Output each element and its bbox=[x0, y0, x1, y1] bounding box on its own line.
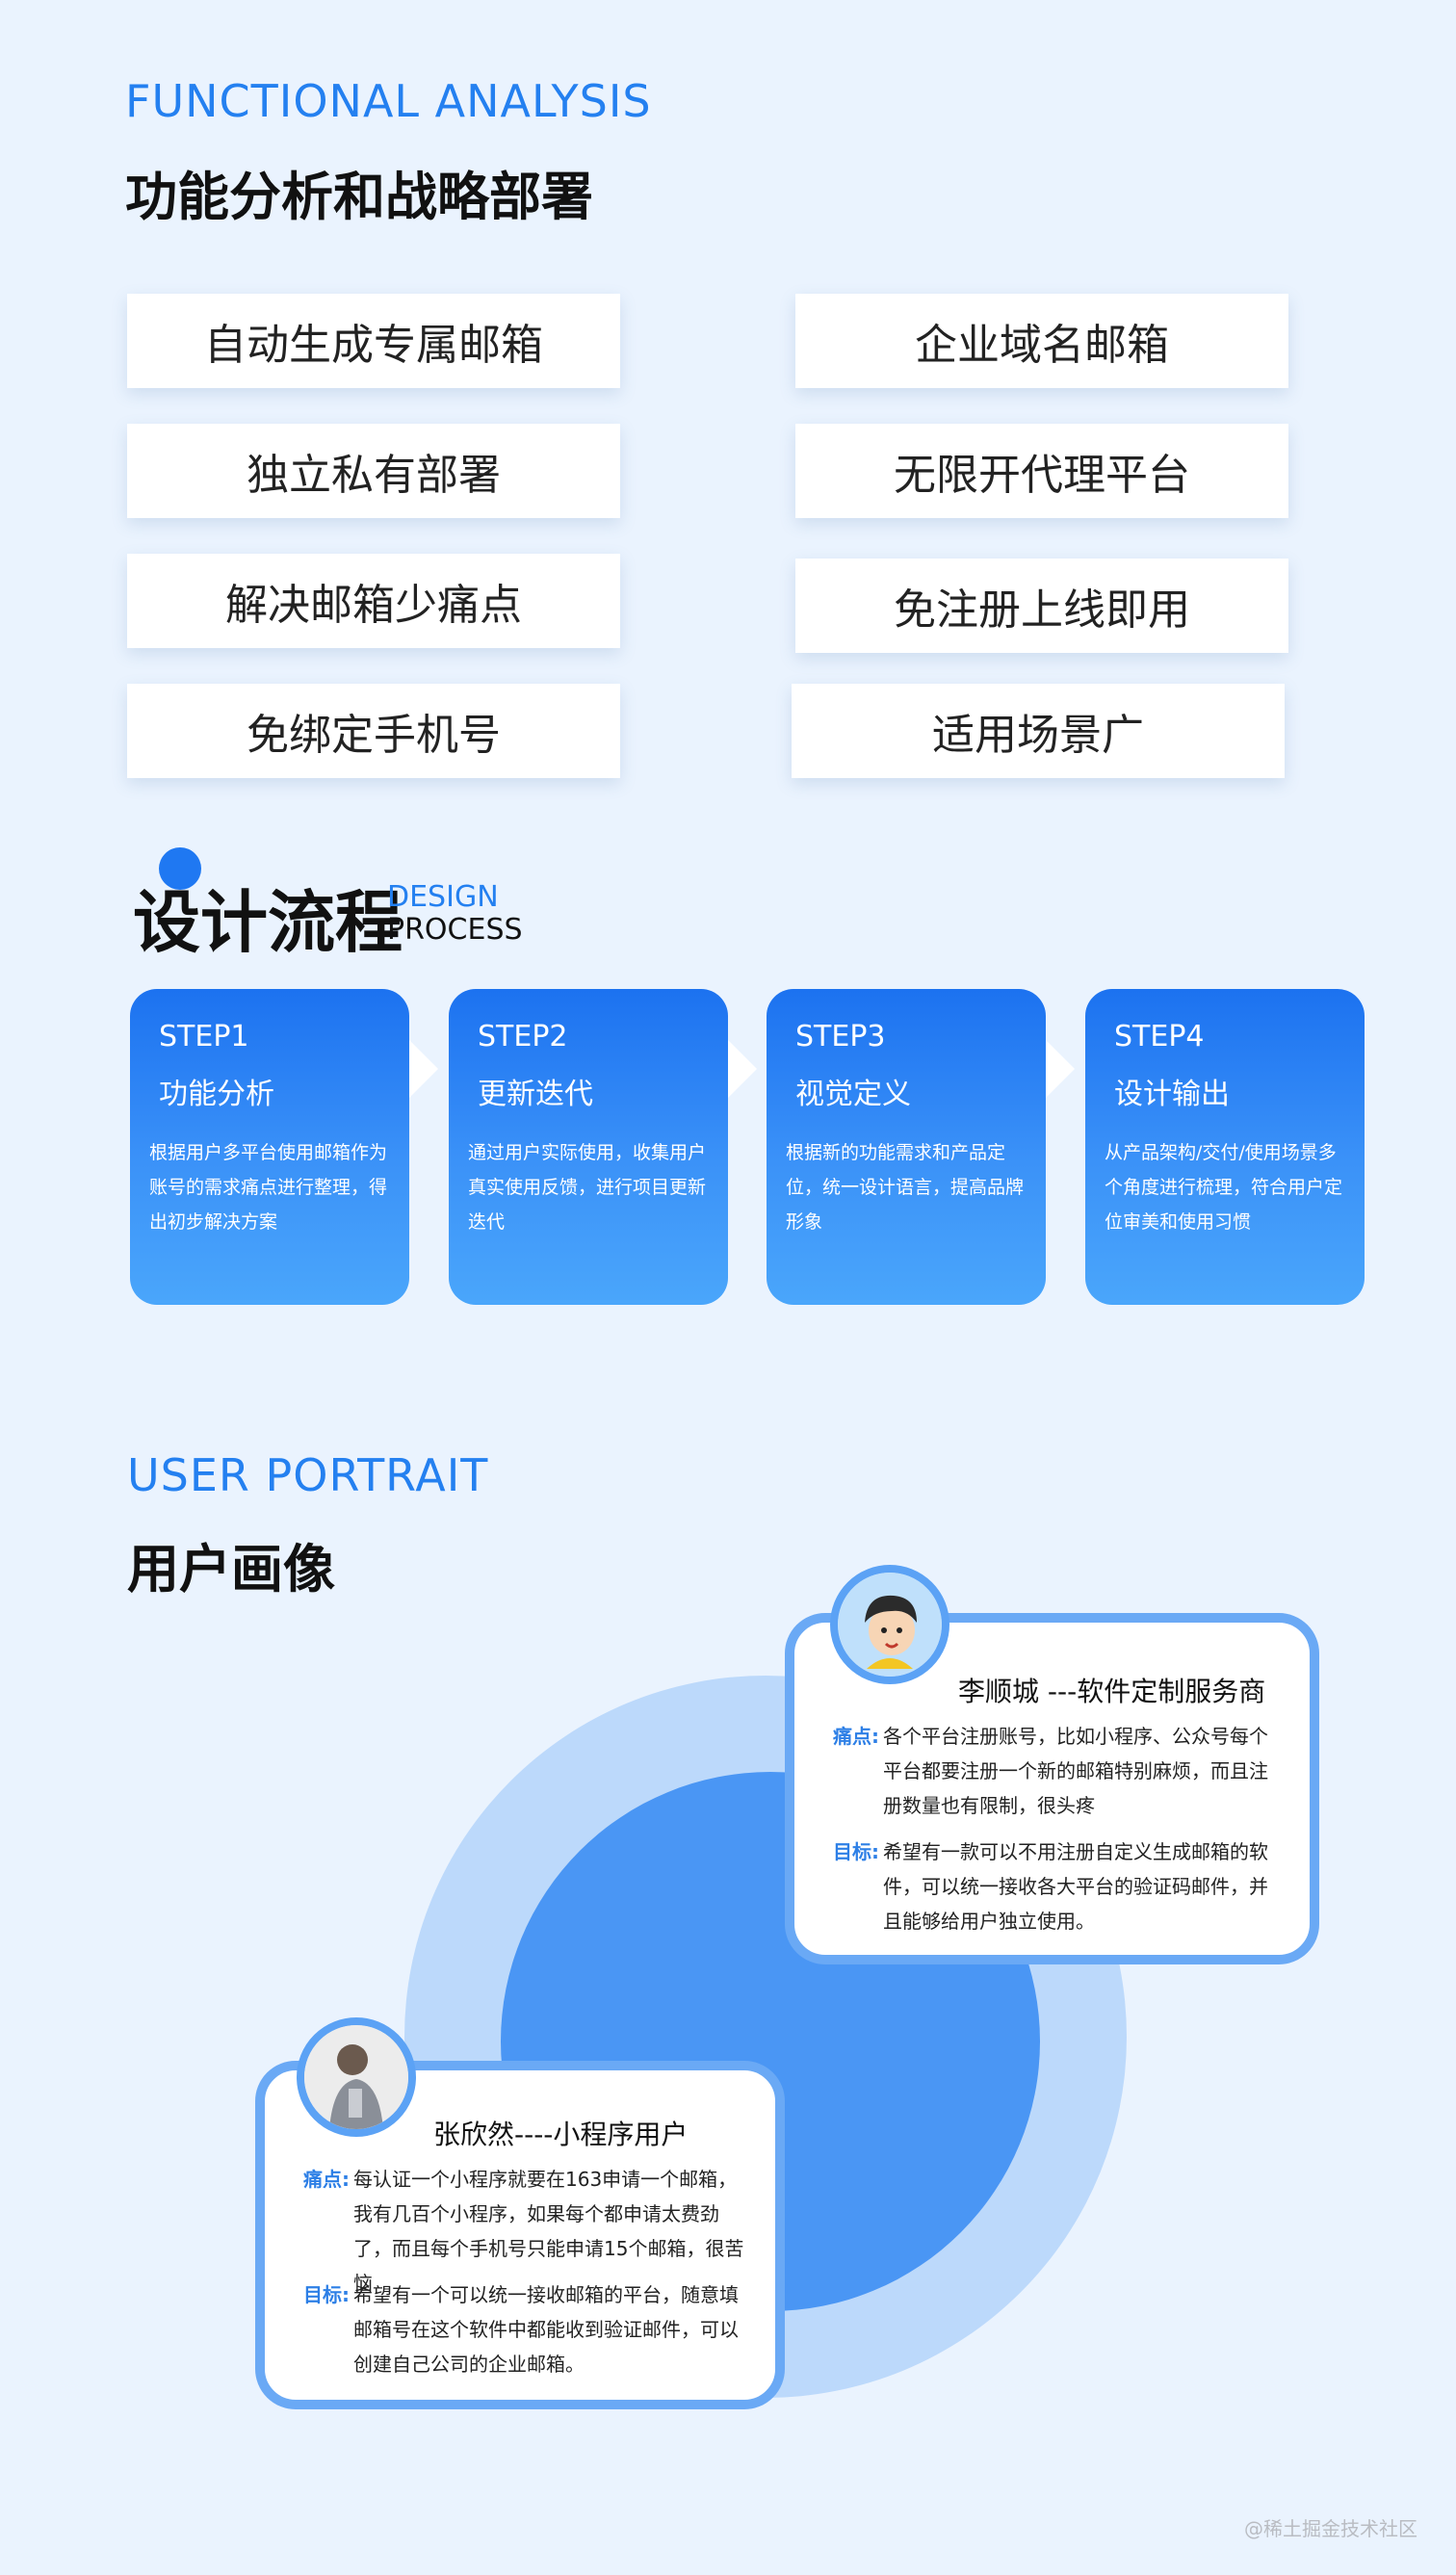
step-name: 更新迭代 bbox=[478, 1078, 593, 1111]
user-card: 李顺城 ---软件定制服务商 痛点: 各个平台注册账号，比如小程序、公众号每个平… bbox=[785, 1613, 1319, 1964]
arrow-right-icon bbox=[728, 1040, 757, 1098]
step-desc: 根据新的功能需求和产品定位，统一设计语言，提高品牌形象 bbox=[786, 1142, 1025, 1233]
user-card: 张欣然----小程序用户 痛点: 每认证一个小程序就要在163申请一个邮箱，我有… bbox=[255, 2061, 785, 2409]
step-name: 设计输出 bbox=[1114, 1078, 1230, 1111]
goal-text: 希望有一个可以统一接收邮箱的平台，随意填邮箱号在这个软件中都能收到验证邮件，可以… bbox=[353, 2283, 739, 2376]
section-cn-title: 用户画像 bbox=[127, 1539, 335, 1600]
goal-row: 目标: 希望有一款可以不用注册自定义生成邮箱的软件，可以统一接收各大平台的验证码… bbox=[833, 1834, 1286, 1938]
feature-card: 无限开代理平台 bbox=[795, 424, 1288, 518]
goal-text: 希望有一款可以不用注册自定义生成邮箱的软件，可以统一接收各大平台的验证码邮件，并… bbox=[883, 1840, 1268, 1933]
feature-card: 免注册上线即用 bbox=[795, 559, 1288, 653]
step-card: STEP3 视觉定义 根据新的功能需求和产品定位，统一设计语言，提高品牌形象 bbox=[767, 989, 1046, 1305]
feature-card: 免绑定手机号 bbox=[127, 684, 620, 778]
user-name: 张欣然----小程序用户 bbox=[433, 2119, 689, 2150]
step-number: STEP4 bbox=[1114, 1020, 1205, 1053]
decorative-dot bbox=[159, 847, 201, 890]
user-photo-icon bbox=[304, 2025, 408, 2129]
feature-card: 企业域名邮箱 bbox=[795, 294, 1288, 388]
pain-point-row: 痛点: 各个平台注册账号，比如小程序、公众号每个平台都要注册一个新的邮箱特别麻烦… bbox=[833, 1719, 1286, 1823]
design-en-label: DESIGN bbox=[387, 880, 499, 914]
feature-card: 解决邮箱少痛点 bbox=[127, 554, 620, 648]
step-desc: 从产品架构/交付/使用场景多个角度进行梳理，符合用户定位审美和使用习惯 bbox=[1105, 1142, 1343, 1233]
goal-label: 目标: bbox=[303, 2283, 350, 2306]
step-card: STEP1 功能分析 根据用户多平台使用邮箱作为账号的需求痛点进行整理，得出初步… bbox=[130, 989, 409, 1305]
avatar bbox=[830, 1565, 949, 1684]
section-cn-title: 功能分析和战略部署 bbox=[125, 167, 593, 227]
pain-text: 每认证一个小程序就要在163申请一个邮箱，我有几百个小程序，如果每个都申请太费劲… bbox=[353, 2168, 744, 2295]
step-number: STEP1 bbox=[159, 1020, 249, 1053]
goal-row: 目标: 希望有一个可以统一接收邮箱的平台，随意填邮箱号在这个软件中都能收到验证邮… bbox=[303, 2277, 756, 2381]
step-card: STEP2 更新迭代 通过用户实际使用，收集用户真实使用反馈，进行项目更新迭代 bbox=[449, 989, 728, 1305]
user-name: 李顺城 ---软件定制服务商 bbox=[958, 1676, 1266, 1707]
step-name: 功能分析 bbox=[159, 1078, 274, 1111]
feature-card: 适用场景广 bbox=[792, 684, 1285, 778]
step-card: STEP4 设计输出 从产品架构/交付/使用场景多个角度进行梳理，符合用户定位审… bbox=[1085, 989, 1365, 1305]
feature-card: 自动生成专属邮箱 bbox=[127, 294, 620, 388]
arrow-right-icon bbox=[409, 1040, 438, 1098]
feature-card: 独立私有部署 bbox=[127, 424, 620, 518]
step-number: STEP3 bbox=[795, 1020, 886, 1053]
step-desc: 通过用户实际使用，收集用户真实使用反馈，进行项目更新迭代 bbox=[468, 1142, 707, 1233]
avatar bbox=[297, 2017, 416, 2137]
section-en-title: USER PORTRAIT bbox=[127, 1449, 489, 1501]
step-number: STEP2 bbox=[478, 1020, 568, 1053]
goal-label: 目标: bbox=[833, 1840, 879, 1863]
step-name: 视觉定义 bbox=[795, 1078, 911, 1111]
watermark: @稀土掘金技术社区 bbox=[1244, 2517, 1417, 2540]
pain-label: 痛点: bbox=[303, 2168, 350, 2191]
section-en-title: FUNCTIONAL ANALYSIS bbox=[125, 75, 652, 127]
pain-label: 痛点: bbox=[833, 1725, 879, 1748]
step-desc: 根据用户多平台使用邮箱作为账号的需求痛点进行整理，得出初步解决方案 bbox=[149, 1142, 388, 1233]
arrow-right-icon bbox=[1046, 1040, 1075, 1098]
cartoon-boy-icon bbox=[838, 1573, 942, 1677]
pain-text: 各个平台注册账号，比如小程序、公众号每个平台都要注册一个新的邮箱特别麻烦，而且注… bbox=[883, 1725, 1268, 1817]
design-en-label: PROCESS bbox=[387, 913, 523, 947]
pain-point-row: 痛点: 每认证一个小程序就要在163申请一个邮箱，我有几百个小程序，如果每个都申… bbox=[303, 2162, 756, 2301]
design-title: 设计流程 bbox=[133, 883, 403, 962]
